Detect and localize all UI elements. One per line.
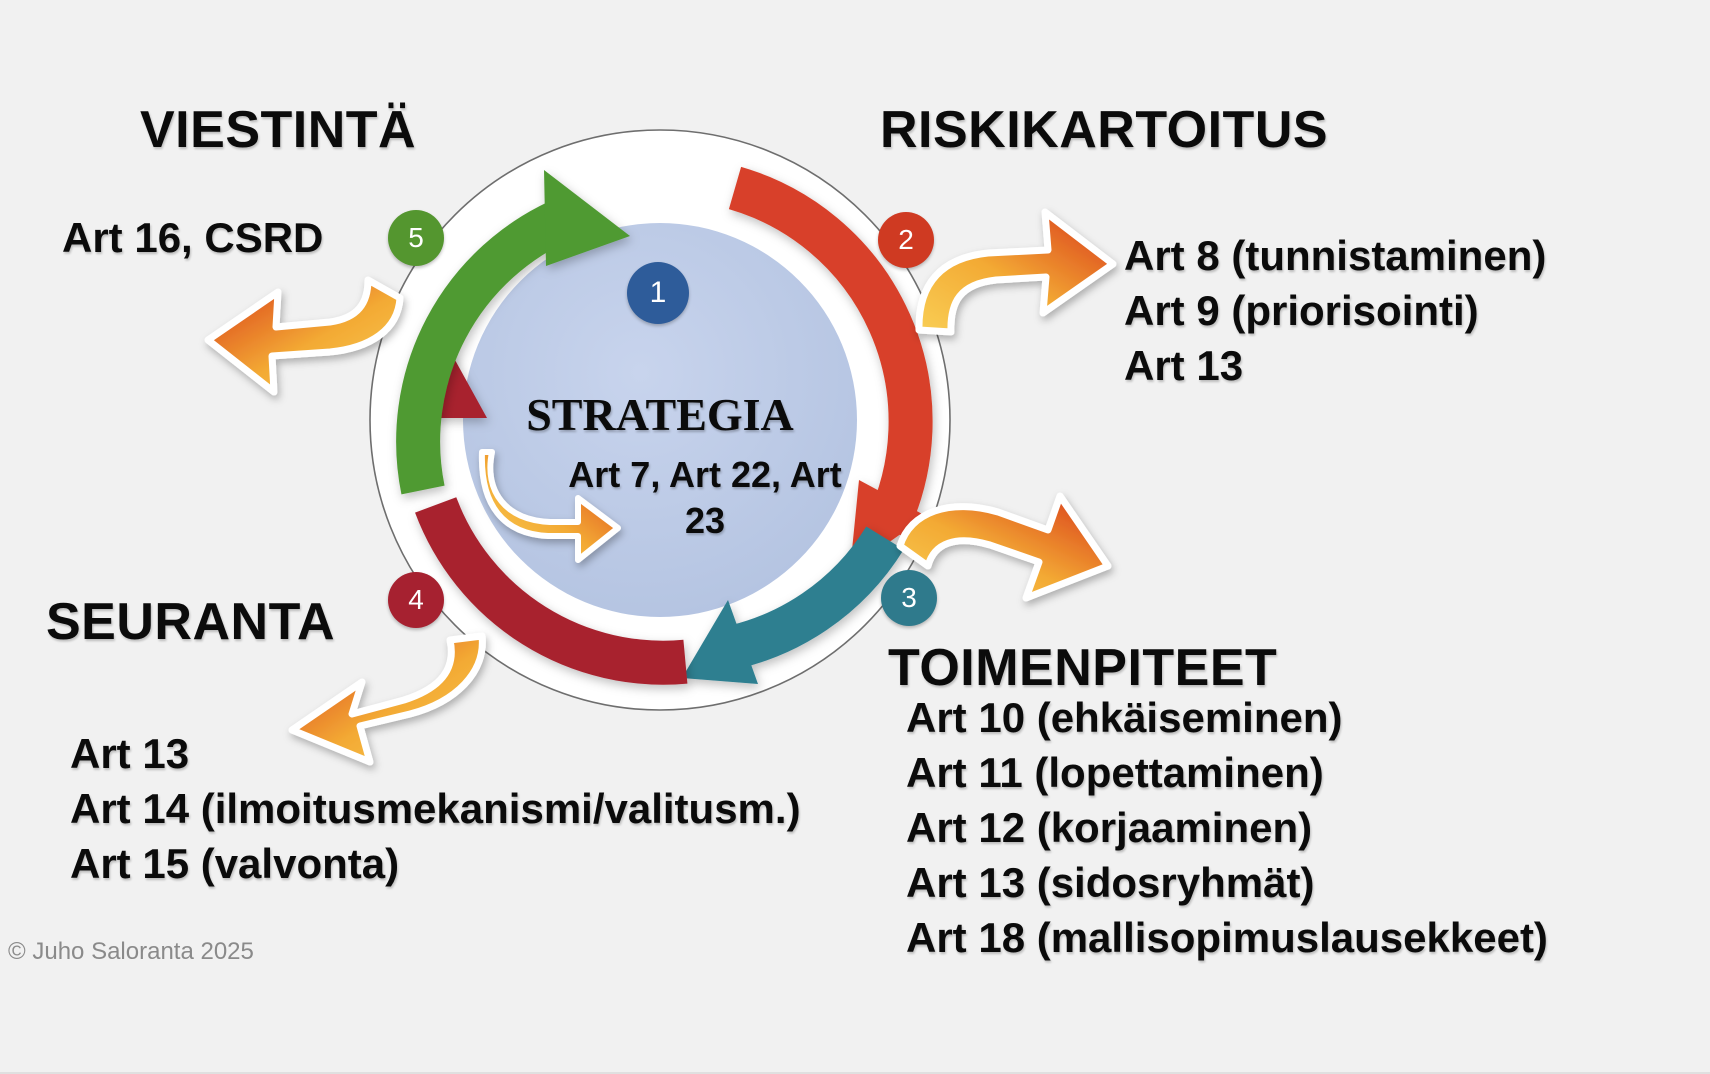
article-line: Art 14 (ilmoitusmekanismi/valitusm.) [70, 785, 801, 832]
article-line: Art 15 (valvonta) [70, 840, 400, 887]
article-line: Art 13 [1124, 342, 1244, 389]
badge-4-seuranta[interactable]: 4 [388, 572, 444, 628]
article-line: Art 13 [70, 730, 190, 777]
article-line: Art 11 (lopettaminen) [906, 749, 1324, 796]
article-line: Art 9 (priorisointi) [1124, 287, 1479, 334]
arc-arrow-toimenpiteet [682, 526, 904, 684]
arc-arrow-viestinta [396, 170, 630, 495]
article-line: Art 12 (korjaaminen) [906, 804, 1313, 851]
article-line: Art 10 (ehkäiseminen) [906, 694, 1343, 741]
article-line: Art 16, CSRD [62, 214, 324, 261]
center-title: STRATEGIA [526, 389, 794, 440]
center-articles: Art 7, Art 22, Art 23 [568, 454, 842, 541]
article-line: Art 13 (sidosryhmät) [906, 859, 1315, 906]
copyright-notice: © Juho Saloranta 2025 [8, 938, 254, 965]
heading-seuranta: SEURANTA [46, 593, 336, 651]
article-line: Art 18 (mallisopimuslausekkeet) [906, 914, 1548, 961]
bottom-divider [0, 1072, 1710, 1074]
articles-seuranta: Art 13 Art 14 (ilmoitusmekanismi/valitus… [70, 726, 801, 891]
article-line: Art 8 (tunnistaminen) [1124, 232, 1547, 279]
badge-1-strategia[interactable]: 1 [627, 262, 689, 324]
articles-viestinta: Art 16, CSRD [62, 210, 323, 265]
articles-toimenpiteet: Art 10 (ehkäiseminen) Art 11 (lopettamin… [906, 690, 1548, 965]
badge-3-toimenpiteet[interactable]: 3 [881, 570, 937, 626]
heading-riskikartoitus: RISKIKARTOITUS [880, 101, 1329, 159]
heading-viestinta: VIESTINTÄ [140, 101, 417, 159]
badge-5-viestinta[interactable]: 5 [388, 210, 444, 266]
heading-toimenpiteet: TOIMENPITEET [888, 639, 1278, 697]
badge-2-riskikartoitus[interactable]: 2 [878, 212, 934, 268]
articles-riskikartoitus: Art 8 (tunnistaminen) Art 9 (priorisoint… [1124, 228, 1546, 393]
